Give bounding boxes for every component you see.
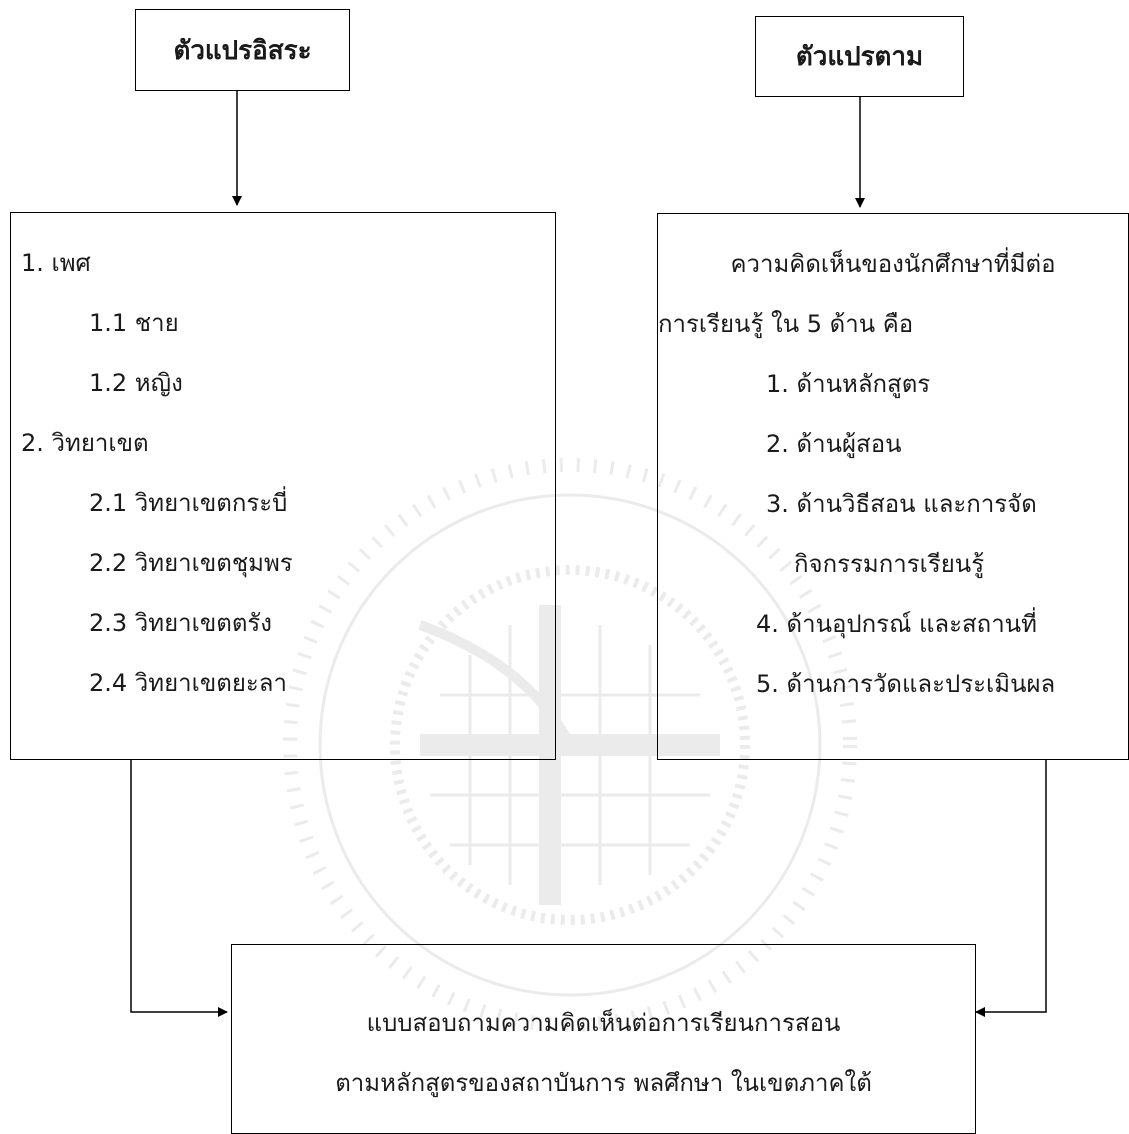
list-item: กิจกรรมการเรียนรู้	[794, 550, 985, 578]
questionnaire-line2: ตามหลักสูตรของสถาบันการ พลศึกษา ในเขตภาค…	[335, 1069, 872, 1097]
dependent-variable-title: ตัวแปรตาม	[795, 42, 924, 72]
dependent-variable-box: ความคิดเห็นของนักศึกษาที่มีต่อ การเรียนร…	[657, 213, 1129, 760]
list-item: 2.3 วิทยาเขตตรัง	[89, 609, 273, 637]
list-item: 2.1 วิทยาเขตกระบี่	[89, 489, 288, 517]
list-item: 2. วิทยาเขต	[21, 429, 149, 457]
list-item: 2.2 วิทยาเขตชุมพร	[89, 549, 293, 577]
list-item: 5. ด้านการวัดและประเมินผล	[756, 670, 1056, 698]
list-item: 1.1 ชาย	[89, 309, 179, 337]
questionnaire-line1: แบบสอบถามความคิดเห็นต่อการเรียนการสอน	[366, 1009, 841, 1037]
list-item: 4. ด้านอุปกรณ์ และสถานที่	[756, 610, 1037, 638]
dependent-intro-line1: ความคิดเห็นของนักศึกษาที่มีต่อ	[730, 250, 1056, 278]
independent-variable-box: 1. เพศ 1.1 ชาย 1.2 หญิง 2. วิทยาเขต 2.1 …	[10, 212, 556, 760]
university-seal-watermark	[283, 458, 857, 1032]
list-item: 1.2 หญิง	[89, 369, 183, 397]
dependent-intro-line2: การเรียนรู้ ใน 5 ด้าน คือ	[658, 310, 914, 338]
dependent-variable-header: ตัวแปรตาม	[755, 16, 964, 97]
questionnaire-box: แบบสอบถามความคิดเห็นต่อการเรียนการสอน ตา…	[231, 944, 976, 1134]
list-item: 2.4 วิทยาเขตยะลา	[89, 669, 287, 697]
list-item: 1. เพศ	[21, 249, 91, 277]
independent-variable-header: ตัวแปรอิสระ	[135, 9, 350, 91]
arrow-right-to-result	[975, 760, 1047, 1017]
list-item: 1. ด้านหลักสูตร	[766, 370, 931, 398]
list-item: 3. ด้านวิธีสอน และการจัด	[766, 490, 1037, 518]
arrow-left-to-result	[130, 760, 228, 1017]
list-item: 2. ด้านผู้สอน	[766, 430, 902, 458]
independent-variable-title: ตัวแปรอิสระ	[173, 35, 312, 66]
